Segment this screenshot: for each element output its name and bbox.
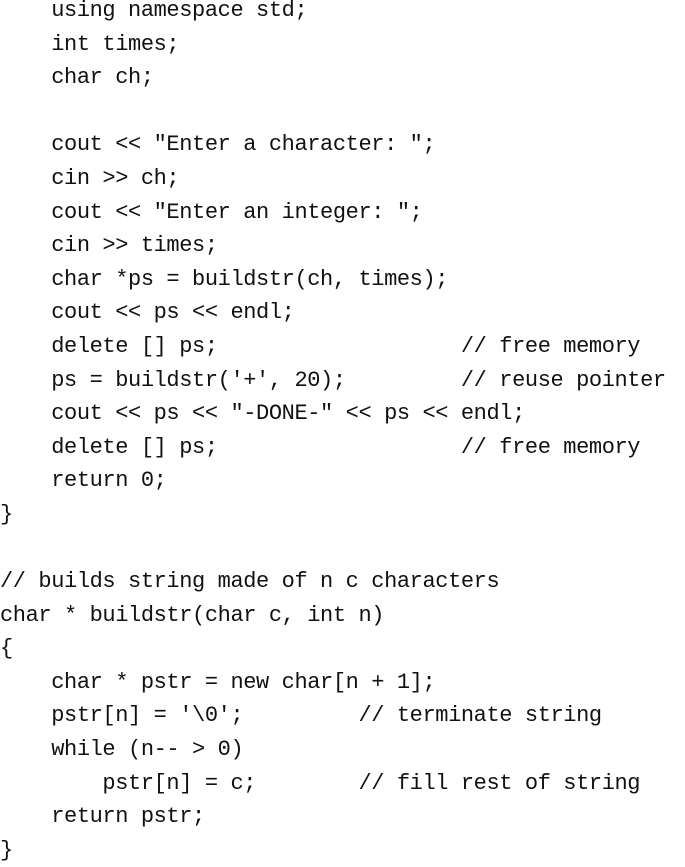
code-line: pstr[n] = '\0'; // terminate string bbox=[0, 703, 602, 729]
code-line: char ch; bbox=[0, 65, 154, 91]
code-line: cout << "Enter an integer: "; bbox=[0, 199, 423, 225]
code-line: while (n-- > 0) bbox=[0, 737, 244, 763]
code-listing: using namespace std; int times; char ch;… bbox=[0, 0, 666, 863]
code-line: } bbox=[0, 837, 13, 863]
code-line: char *ps = buildstr(ch, times); bbox=[0, 266, 449, 292]
code-line: cout << ps << "-DONE-" << ps << endl; bbox=[0, 401, 525, 427]
code-line: cout << ps << endl; bbox=[0, 300, 295, 326]
code-line bbox=[0, 532, 666, 566]
code-line: ps = buildstr('+', 20); // reuse pointer bbox=[0, 367, 666, 393]
code-line: using namespace std; bbox=[0, 0, 308, 23]
code-line: int times; bbox=[0, 31, 180, 57]
code-line: pstr[n] = c; // fill rest of string bbox=[0, 770, 641, 796]
code-line: cin >> ch; bbox=[0, 165, 180, 191]
code-line: delete [] ps; // free memory bbox=[0, 333, 641, 359]
code-line: return pstr; bbox=[0, 804, 205, 830]
code-line: { bbox=[0, 636, 13, 662]
code-line: } bbox=[0, 501, 13, 527]
code-line: cin >> times; bbox=[0, 233, 218, 259]
code-line: return 0; bbox=[0, 468, 167, 494]
code-line bbox=[0, 95, 666, 129]
code-line: delete [] ps; // free memory bbox=[0, 434, 641, 460]
code-line: char * buildstr(char c, int n) bbox=[0, 602, 385, 628]
code-line: // builds string made of n c characters bbox=[0, 569, 500, 595]
code-line: char * pstr = new char[n + 1]; bbox=[0, 669, 436, 695]
code-line: cout << "Enter a character: "; bbox=[0, 132, 436, 158]
